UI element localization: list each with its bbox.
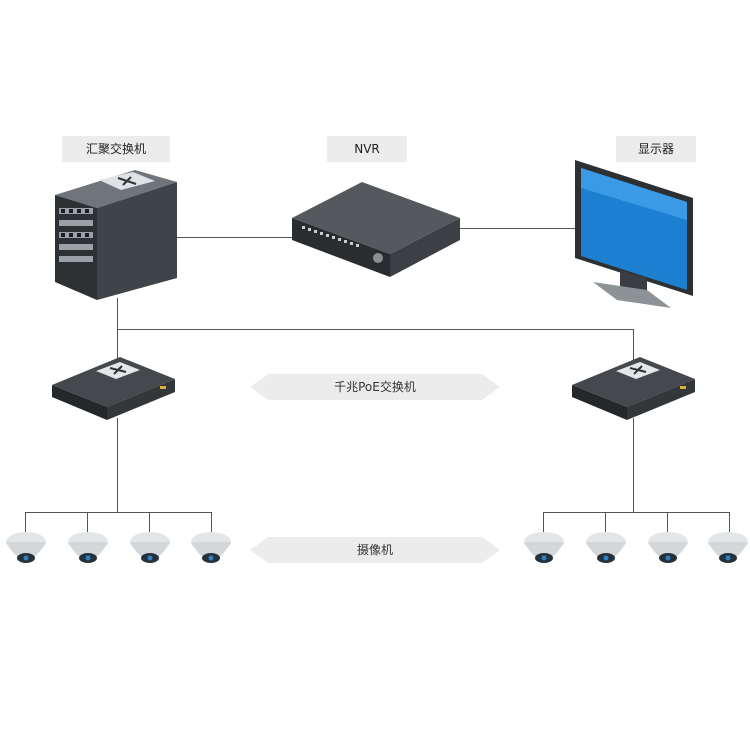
right-camera-drop-2 — [605, 512, 606, 532]
link-backbone-left-poe — [117, 329, 118, 361]
right-camera-drop-3 — [667, 512, 668, 532]
poe-switch-banner: 千兆PoE交换机 — [250, 374, 500, 400]
left-camera-drop-2 — [87, 512, 88, 532]
left-camera-drop-3 — [149, 512, 150, 532]
link-left-poe-cameras — [117, 418, 118, 512]
link-right-poe-cameras — [633, 418, 634, 512]
right-camera-drop-4 — [729, 512, 730, 532]
dome-camera-icon — [6, 532, 46, 563]
poe-switch-icon — [52, 357, 175, 420]
right-camera-bus — [543, 512, 729, 513]
left-camera-bus — [25, 512, 211, 513]
link-backbone-right-poe — [633, 329, 634, 361]
poe-switch-icon — [572, 357, 695, 420]
dome-camera-icon — [524, 532, 564, 563]
link-agg-nvr — [176, 237, 296, 238]
link-nvr-monitor — [460, 228, 580, 229]
dome-camera-icon — [68, 532, 108, 563]
backbone-line — [117, 329, 634, 330]
left-camera-drop-4 — [211, 512, 212, 532]
dome-camera-icon — [586, 532, 626, 563]
dome-camera-icon — [191, 532, 231, 563]
dome-camera-icon — [648, 532, 688, 563]
monitor-icon — [575, 160, 693, 308]
aggregation-switch-icon — [55, 170, 177, 300]
nvr-icon — [292, 182, 460, 277]
left-camera-drop-1 — [25, 512, 26, 532]
right-camera-drop-1 — [543, 512, 544, 532]
dome-camera-icon — [708, 532, 748, 563]
camera-banner: 摄像机 — [250, 537, 500, 563]
nvr-label: NVR — [327, 136, 407, 162]
link-agg-down — [117, 298, 118, 330]
dome-camera-icon — [130, 532, 170, 563]
agg-switch-label: 汇聚交换机 — [62, 136, 170, 162]
monitor-label: 显示器 — [616, 136, 696, 162]
